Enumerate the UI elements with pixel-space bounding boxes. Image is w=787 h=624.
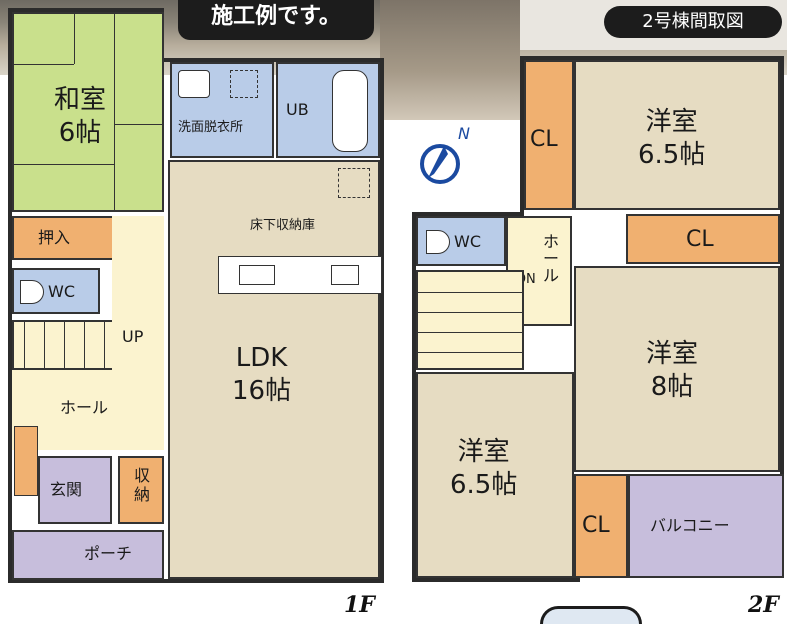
stairs-2f — [416, 270, 524, 370]
tatami-line — [14, 64, 74, 65]
wall — [8, 8, 12, 583]
compass-icon — [420, 144, 460, 184]
oshiire-label: 押入 — [38, 228, 71, 247]
yukashita-label: 床下収納庫 — [250, 218, 316, 233]
toilet-icon — [20, 280, 44, 304]
cl-mid-label: CL — [686, 227, 714, 252]
compass-north-label: N — [458, 124, 470, 143]
wall — [780, 56, 784, 480]
stair-step — [84, 322, 85, 368]
wc-label-2f: WC — [454, 232, 481, 251]
stairs-1f — [12, 320, 116, 370]
toilet-icon — [426, 230, 450, 254]
genkan-label: 玄関 — [50, 480, 83, 499]
room-porch: ポーチ — [12, 530, 164, 580]
wall — [412, 578, 580, 582]
stair-step — [64, 322, 65, 368]
floor-label-2f: 2F — [748, 592, 779, 618]
room-ub: UB — [276, 62, 380, 158]
shuno-label: 収納 — [133, 466, 150, 505]
stair-step — [418, 332, 522, 333]
room-genkan: 玄関 — [38, 456, 112, 524]
tatami-line — [74, 14, 75, 64]
tatami-line — [114, 14, 115, 124]
floorplan-title: 2号棟間取図 — [604, 6, 782, 38]
example-banner: 施工例です。 — [178, 0, 374, 40]
floor-label-1f: 1F — [344, 592, 375, 618]
wall — [164, 58, 384, 62]
room-cl-mid: CL — [626, 214, 780, 264]
underfloor-hatch-icon — [338, 168, 370, 198]
room-cl-top: CL — [524, 60, 574, 210]
up-label: UP — [122, 327, 144, 346]
stair-step — [104, 322, 105, 368]
kitchen-counter — [218, 256, 382, 294]
washer-icon — [230, 70, 258, 98]
cl-bottom-label: CL — [582, 513, 610, 538]
tatami-line — [114, 124, 164, 125]
shoe-cabinet — [14, 426, 38, 496]
stair-step — [44, 322, 45, 368]
stair-step — [418, 312, 522, 313]
ub-label: UB — [286, 100, 309, 119]
sink-icon — [178, 70, 210, 98]
room-shuno: 収納 — [118, 456, 164, 524]
wall — [520, 56, 784, 60]
room-balcony: バルコニー — [628, 474, 784, 578]
wall — [8, 8, 164, 12]
wall — [412, 212, 416, 582]
wall — [8, 579, 384, 583]
wall — [380, 58, 384, 583]
room-cl-bottom: CL — [574, 474, 628, 578]
wc-label-1f: WC — [48, 282, 75, 301]
porch-label: ポーチ — [84, 544, 133, 563]
senmen-label: 洗面脱衣所 — [178, 120, 244, 135]
wall — [520, 56, 524, 216]
car-icon — [540, 606, 642, 624]
balcony-label: バルコニー — [650, 516, 730, 535]
stove-icon — [331, 265, 359, 285]
stair-step — [24, 322, 25, 368]
stair-step — [418, 352, 522, 353]
hall-label-1f: ホール — [60, 398, 109, 417]
tatami-line — [14, 164, 114, 165]
background-photo-right — [380, 0, 520, 120]
room-senmen: 洗面脱衣所 — [170, 62, 274, 158]
hall-label-2f: ホール — [542, 232, 559, 285]
tatami-line — [114, 124, 115, 212]
room-oshiire: 押入 — [12, 216, 114, 260]
stair-step — [418, 292, 522, 293]
room-wc-2f: WC — [416, 216, 506, 266]
compass: N — [414, 124, 474, 186]
wall — [412, 212, 524, 216]
room-wc-1f: WC — [12, 268, 100, 314]
cl-top-label: CL — [530, 127, 558, 152]
hall-corridor-1f: UP — [112, 216, 164, 376]
kitchen-sink-icon — [239, 265, 275, 285]
bathtub-icon — [332, 70, 368, 152]
